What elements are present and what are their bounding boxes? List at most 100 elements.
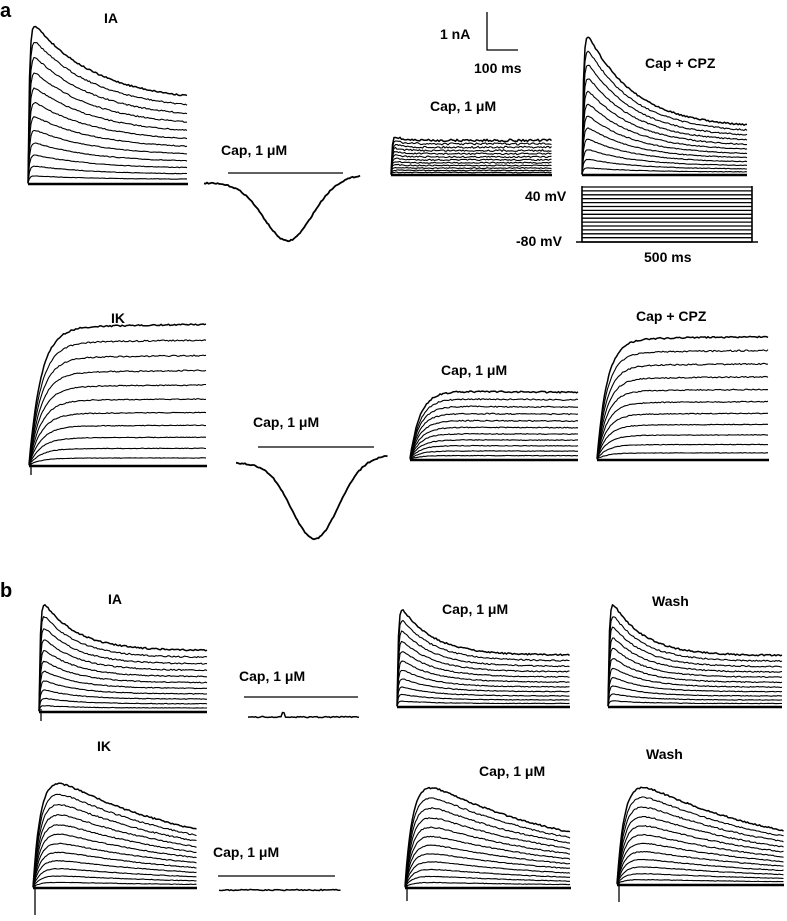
current-trace <box>596 349 769 459</box>
current-trace <box>28 398 207 466</box>
current-trace <box>390 140 552 175</box>
panel-a-letter: a <box>0 0 12 22</box>
protocol-bottom-voltage: -80 mV <box>516 233 563 249</box>
current-trace <box>396 651 570 706</box>
current-trace <box>32 868 197 888</box>
current-trace <box>616 879 784 885</box>
current-trace <box>409 439 578 460</box>
b-ik-control-label: IK <box>97 738 111 754</box>
current-trace <box>32 875 197 888</box>
current-trace <box>27 101 188 183</box>
b-ik-cap-label: Cap, 1 μM <box>479 763 545 779</box>
current-trace <box>404 861 571 888</box>
a-ik-cpz-traces <box>596 335 769 462</box>
current-trace <box>581 64 748 174</box>
current-trace <box>596 400 769 459</box>
current-trace <box>404 853 570 888</box>
current-trace <box>32 814 197 887</box>
b-ia-cap-label: Cap, 1 μM <box>442 601 508 617</box>
current-trace <box>390 146 552 175</box>
current-trace <box>28 383 206 466</box>
current-trace <box>390 157 552 175</box>
current-trace <box>27 87 188 184</box>
a-ia-inward-current-trace <box>203 174 361 243</box>
b-ik-inward-label: Cap, 1 μM <box>213 844 279 860</box>
current-trace <box>28 369 207 466</box>
current-trace <box>409 397 579 460</box>
b-ia-control-traces <box>38 604 208 721</box>
current-trace <box>404 826 571 888</box>
current-trace <box>27 154 188 183</box>
a-ik-inward-label: Cap, 1 μM <box>253 414 319 430</box>
current-trace <box>396 686 570 707</box>
b-ia-wash-traces <box>607 604 783 709</box>
current-trace <box>38 604 208 712</box>
a-ia-cpz-label: Cap + CPZ <box>645 55 716 71</box>
current-trace <box>404 835 571 887</box>
current-trace <box>596 375 769 460</box>
current-trace <box>27 56 188 184</box>
current-trace <box>607 693 783 706</box>
b-ik-wash-label: Wash <box>646 746 683 762</box>
current-trace <box>581 158 747 175</box>
current-trace <box>596 388 769 459</box>
b-ia-control-label: IA <box>108 591 122 607</box>
current-trace <box>396 619 570 707</box>
current-trace <box>404 817 570 887</box>
current-trace <box>390 151 552 175</box>
current-trace <box>27 175 188 183</box>
current-trace <box>409 450 579 460</box>
current-trace <box>32 833 197 887</box>
current-trace <box>404 786 571 887</box>
current-trace <box>38 616 208 711</box>
current-trace <box>28 323 207 465</box>
current-trace <box>28 447 207 466</box>
current-trace <box>409 405 579 460</box>
current-trace <box>607 700 783 707</box>
current-trace <box>38 697 208 711</box>
current-trace <box>27 25 188 183</box>
current-trace <box>396 700 570 707</box>
current-trace <box>32 803 197 887</box>
current-trace <box>27 41 188 184</box>
current-trace <box>404 807 571 887</box>
a-ik-cpz-label: Cap + CPZ <box>636 308 707 324</box>
a-ia-control-label: IA <box>104 10 118 26</box>
current-trace <box>616 866 784 885</box>
current-trace <box>390 171 552 175</box>
flat-current-trace <box>247 711 360 719</box>
current-trace <box>607 685 782 707</box>
current-trace <box>38 689 208 712</box>
current-trace <box>38 639 208 711</box>
a-ik-cap-label: Cap, 1 μM <box>441 362 507 378</box>
current-trace <box>581 103 748 175</box>
current-trace <box>596 362 769 460</box>
current-trace <box>28 457 207 466</box>
flat-current-trace <box>218 888 341 892</box>
current-trace <box>581 138 748 175</box>
current-trace <box>390 167 552 174</box>
current-trace <box>404 797 571 887</box>
current-trace <box>390 154 552 174</box>
b-ik-wash-traces <box>616 786 784 902</box>
current-trace <box>27 72 187 184</box>
current-trace <box>616 796 784 884</box>
a-ik-control-label: IK <box>111 310 125 326</box>
inward-current-trace <box>203 174 361 243</box>
current-trace <box>409 390 579 459</box>
b-ik-cap-traces <box>404 786 571 901</box>
current-trace <box>596 434 768 460</box>
current-trace <box>396 630 570 706</box>
current-trace <box>596 443 769 460</box>
current-trace <box>581 36 747 175</box>
current-trace <box>28 436 207 465</box>
current-trace <box>396 678 570 707</box>
current-trace <box>390 143 552 175</box>
current-trace <box>607 604 783 706</box>
panel-b-letter: b <box>0 580 12 602</box>
current-trace <box>616 850 784 885</box>
current-trace <box>596 412 768 459</box>
current-trace <box>581 127 748 175</box>
current-trace <box>581 50 748 174</box>
current-trace <box>38 680 208 712</box>
